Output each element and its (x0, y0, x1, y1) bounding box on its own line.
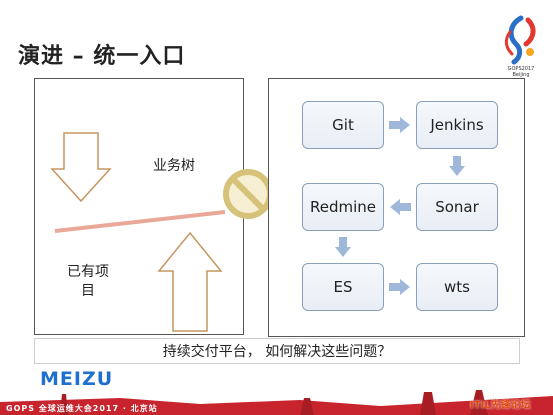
label-existing-projects: 已有项 目 (67, 263, 109, 301)
arrow-right-icon (389, 117, 410, 133)
arrow-left-icon (390, 199, 411, 215)
arrow-right-icon (389, 279, 410, 295)
box-git: Git (302, 101, 384, 149)
watermark-text: ITIL先锋论坛 (470, 400, 531, 411)
gops-logo-line1: GOPS2017 (507, 66, 535, 72)
prohibit-icon (223, 169, 273, 219)
diagonal-line (54, 210, 226, 233)
box-jenkins: Jenkins (416, 101, 498, 149)
up-arrow-icon (157, 231, 223, 332)
label-existing-projects-line2: 目 (81, 283, 95, 299)
box-wts: wts (416, 263, 498, 311)
left-panel: 业务树 已有项 目 (34, 78, 244, 335)
footer-skyline (0, 390, 553, 415)
box-sonar: Sonar (416, 183, 498, 231)
gops-logo-caption: GOPS2017 Beijing (496, 66, 546, 78)
box-es: ES (302, 263, 384, 311)
down-arrow-icon (50, 132, 112, 203)
page-title: 演进 – 统一入口 (18, 44, 186, 69)
box-redmine: Redmine (302, 183, 384, 231)
arrow-down-icon (449, 156, 465, 176)
gops-logo (496, 14, 546, 76)
footer-event-text: GOPS 全球运维大会2017 · 北京站 (6, 404, 158, 413)
caption-bar: 持续交付平台， 如何解决这些问题？ (34, 338, 520, 364)
label-existing-projects-line1: 已有项 (67, 264, 109, 280)
gops-logo-line2: Beijing (512, 72, 530, 78)
right-panel: Git Jenkins Sonar Redmine ES wts (268, 78, 525, 337)
arrow-down-icon (335, 237, 351, 257)
label-business-tree: 业务树 (153, 158, 195, 174)
meizu-logo: MEIZU (40, 368, 114, 390)
caption-text: 持续交付平台， 如何解决这些问题？ (162, 344, 392, 360)
